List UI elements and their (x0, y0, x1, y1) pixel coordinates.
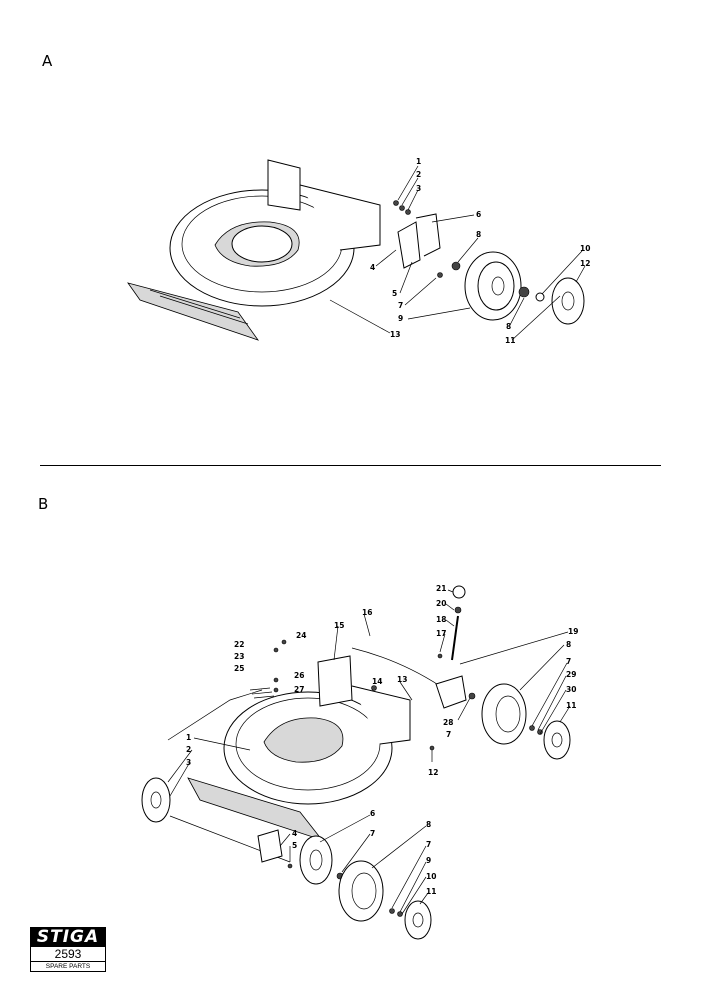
callout: 29 (566, 670, 576, 679)
callout: 2 (416, 170, 421, 179)
callout: 2 (186, 745, 191, 754)
handle-bracket (267, 159, 301, 211)
wheel (338, 860, 384, 922)
callout: 5 (292, 841, 297, 850)
callout: 23 (234, 652, 244, 661)
callout: 21 (436, 584, 446, 593)
callout: 10 (580, 244, 590, 253)
callout: 3 (416, 184, 421, 193)
callout: 28 (443, 718, 453, 727)
section-label-b: B (38, 495, 49, 513)
callout: 25 (234, 664, 244, 673)
callout: 26 (294, 671, 304, 680)
callout: 6 (370, 809, 375, 818)
section-divider (40, 465, 661, 466)
cable (167, 689, 263, 741)
height-adjuster (397, 221, 421, 269)
callout: 8 (476, 230, 481, 239)
height-lever (451, 615, 459, 661)
brand-logo: STIGA 2593 SPARE PARTS (30, 927, 106, 972)
callout: 12 (428, 768, 438, 777)
callout: 14 (372, 677, 382, 686)
callout: 9 (398, 314, 403, 323)
callout: 16 (362, 608, 372, 617)
callout: 30 (566, 685, 576, 694)
callout: 10 (426, 872, 436, 881)
hubcap (404, 900, 432, 940)
callout: 7 (426, 840, 431, 849)
callout: 1 (416, 157, 421, 166)
callout: 13 (397, 675, 407, 684)
callout: 27 (294, 685, 304, 694)
exploded-view-a: 1 2 3 6 8 4 5 7 9 13 10 12 8 11 (127, 157, 590, 345)
callout: 8 (506, 322, 511, 331)
callout: 24 (296, 631, 306, 640)
brand-name: STIGA (30, 927, 106, 947)
callout: 8 (426, 820, 431, 829)
callout: 4 (370, 263, 375, 272)
callout: 7 (398, 301, 403, 310)
exploded-view-b: 21 20 18 17 19 16 15 22 24 23 25 26 27 1… (141, 584, 578, 940)
callout: 20 (436, 599, 446, 608)
handle-bracket (317, 655, 353, 707)
callout: 5 (392, 289, 397, 298)
lever-knob (452, 585, 466, 599)
deck-motor-opening (263, 717, 344, 763)
callout: 4 (292, 829, 297, 838)
wheel (299, 835, 333, 885)
hubcap (551, 277, 585, 325)
callout: 18 (436, 615, 446, 624)
section-label-a: A (42, 52, 53, 70)
callout: 15 (334, 621, 344, 630)
wheel (481, 683, 527, 745)
callout: 12 (580, 259, 590, 268)
callout: 22 (234, 640, 244, 649)
model-number: 2593 (30, 947, 106, 962)
callout: 6 (476, 210, 481, 219)
callout: 17 (436, 629, 446, 638)
rear-flap (127, 282, 260, 341)
callout: 7 (446, 730, 451, 739)
callout: 11 (566, 701, 576, 710)
spare-parts-label: SPARE PARTS (30, 962, 106, 972)
callout: 3 (186, 758, 191, 767)
callout: 7 (566, 657, 571, 666)
hubcap (141, 777, 171, 823)
callout: 19 (568, 627, 578, 636)
callout: 1 (186, 733, 191, 742)
callout: 8 (566, 640, 571, 649)
hubcap (543, 720, 571, 760)
callout: 11 (505, 336, 515, 345)
callout: 11 (426, 887, 436, 896)
callout: 7 (370, 829, 375, 838)
callout: 13 (390, 330, 400, 339)
callout: 9 (426, 856, 431, 865)
